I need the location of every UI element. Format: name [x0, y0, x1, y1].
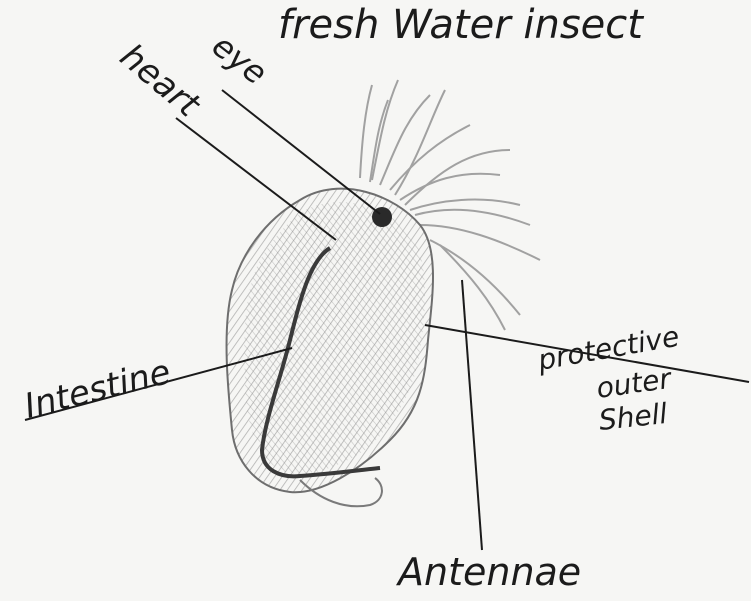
label-antennae: Antennae	[395, 550, 581, 594]
label-heart: heart	[112, 36, 208, 126]
label-eye: eye	[205, 26, 274, 92]
title: fresh Water insect	[278, 2, 644, 48]
label-shell-line3: Shell	[597, 397, 669, 437]
label-intestine: Intestine	[21, 352, 175, 427]
